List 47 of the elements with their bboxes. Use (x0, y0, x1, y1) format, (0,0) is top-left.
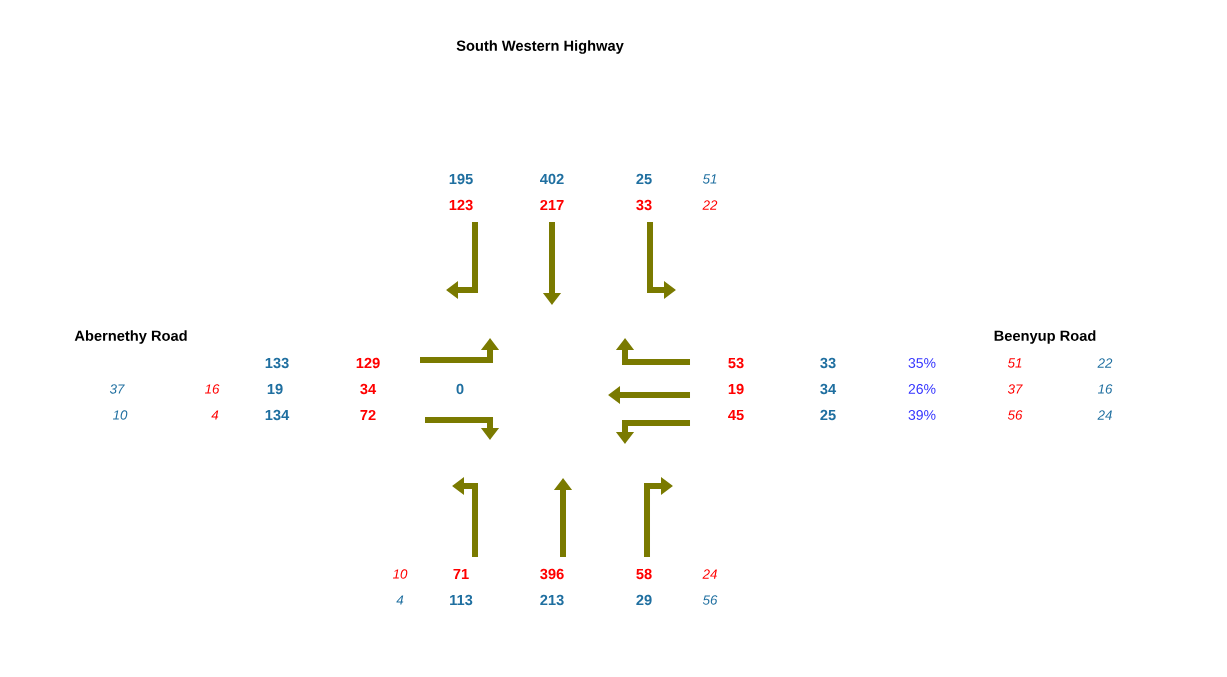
road-name: Beenyup Road (994, 330, 1096, 344)
volume-count: 133 (265, 357, 289, 369)
volume-count: 16 (1097, 384, 1113, 394)
volume-count: 56 (702, 595, 718, 605)
volume-count: 72 (360, 409, 376, 421)
road-name: Abernethy Road (74, 330, 187, 344)
volume-count: 45 (728, 409, 744, 421)
volume-count: 71 (453, 568, 469, 580)
volume-count: 22 (702, 200, 718, 210)
volume-count: 213 (540, 594, 564, 606)
volume-count: 25 (820, 409, 836, 421)
volume-count: 24 (702, 569, 717, 579)
volume-count: 19 (728, 383, 744, 395)
volume-count: 217 (540, 199, 564, 211)
volume-count: 37 (109, 384, 125, 394)
volume-count: 10 (112, 410, 128, 420)
volume-count: 58 (636, 568, 652, 580)
volume-count: 56 (1007, 410, 1023, 420)
volume-count: 4 (211, 410, 219, 420)
volume-count: 51 (1007, 358, 1022, 368)
volume-count: 33 (820, 357, 836, 369)
volume-count: 29 (636, 594, 652, 606)
percentage: 26% (908, 384, 936, 394)
volume-count: 51 (702, 174, 717, 184)
volume-count: 33 (636, 199, 652, 211)
volume-count: 53 (728, 357, 744, 369)
volume-count: 16 (204, 384, 220, 394)
volume-count: 134 (265, 409, 290, 421)
volume-count: 129 (356, 357, 380, 369)
volume-count: 4 (396, 595, 404, 605)
volume-count: 34 (360, 383, 377, 395)
volume-count: 396 (540, 568, 564, 580)
volume-count: 402 (540, 173, 564, 185)
volume-count: 123 (449, 199, 473, 211)
volume-count: 24 (1097, 410, 1112, 420)
volume-count: 37 (1007, 384, 1023, 394)
volume-count: 25 (636, 173, 652, 185)
volume-count: 34 (820, 383, 837, 395)
volume-count: 195 (449, 173, 473, 185)
volume-count: 19 (267, 383, 283, 395)
percentage: 39% (908, 410, 936, 420)
percentage: 35% (908, 358, 936, 368)
volume-count: 0 (456, 383, 464, 395)
volume-count: 113 (450, 594, 473, 606)
road-name: South Western Highway (456, 40, 624, 54)
volume-count: 22 (1097, 358, 1113, 368)
volume-count: 10 (392, 569, 408, 579)
